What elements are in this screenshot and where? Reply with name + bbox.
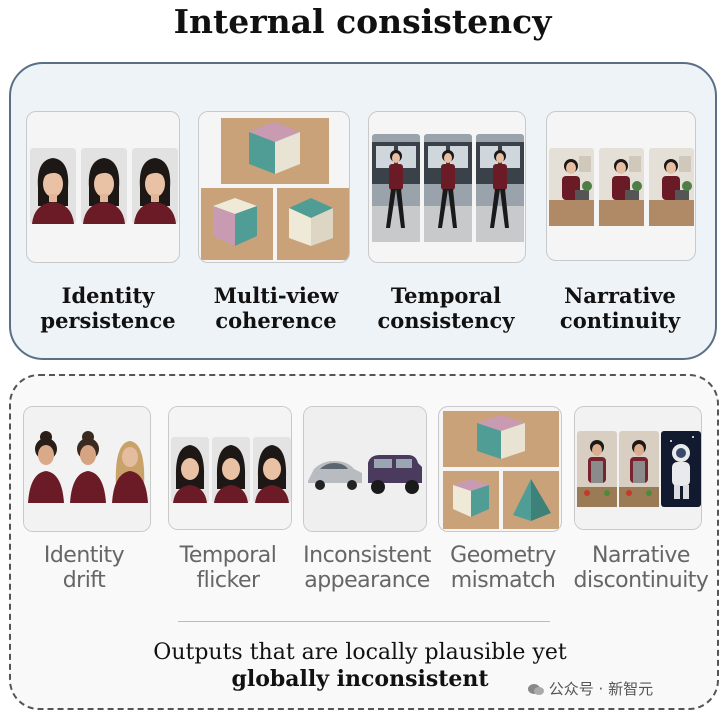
temporal-flicker-image (169, 407, 291, 529)
temporal-consistency-image (372, 134, 524, 242)
caption-line-1: Outputs that are locally plausible yet (153, 640, 567, 665)
geometry-mismatch-label: Geometry mismatch (450, 543, 556, 593)
temporal-flicker-card (168, 406, 292, 530)
identity-persistence-label: Identity persistence (40, 283, 176, 333)
watermark-text: 公众号 · 新智元 (548, 680, 654, 698)
multi-view-coherence-image (201, 118, 349, 260)
narrative-continuity-image (549, 148, 694, 226)
narrative-discontinuity-image (575, 407, 701, 529)
multi-view-coherence-label: Multi-view coherence (213, 283, 339, 333)
geometry-mismatch-image (443, 411, 559, 529)
identity-persistence-image (30, 148, 178, 224)
wechat-icon (528, 683, 544, 696)
identity-persistence-card (26, 111, 180, 263)
caption-line-2: globally inconsistent (231, 666, 489, 692)
watermark: 公众号 · 新智元 (528, 678, 653, 699)
narrative-discontinuity-card (574, 406, 702, 530)
temporal-flicker-label: Temporal flicker (179, 543, 277, 593)
multi-view-coherence-card (198, 111, 350, 263)
temporal-consistency-card (368, 111, 526, 263)
inconsistent-appearance-image (304, 407, 426, 531)
caption-divider (178, 621, 550, 622)
page-title: Internal consistency (173, 2, 552, 41)
narrative-discontinuity-label: Narrative discontinuity (573, 543, 709, 593)
identity-drift-card (23, 406, 151, 532)
inconsistent-appearance-label: Inconsistent appearance (303, 543, 431, 593)
geometry-mismatch-card (438, 406, 562, 532)
caption: Outputs that are locally plausible yet g… (60, 639, 660, 693)
narrative-continuity-label: Narrative continuity (559, 283, 681, 333)
inconsistent-appearance-card (303, 406, 427, 532)
temporal-consistency-label: Temporal consistency (377, 283, 515, 333)
narrative-continuity-card (546, 111, 696, 261)
identity-drift-label: Identity drift (43, 543, 125, 593)
identity-drift-image (24, 407, 150, 531)
